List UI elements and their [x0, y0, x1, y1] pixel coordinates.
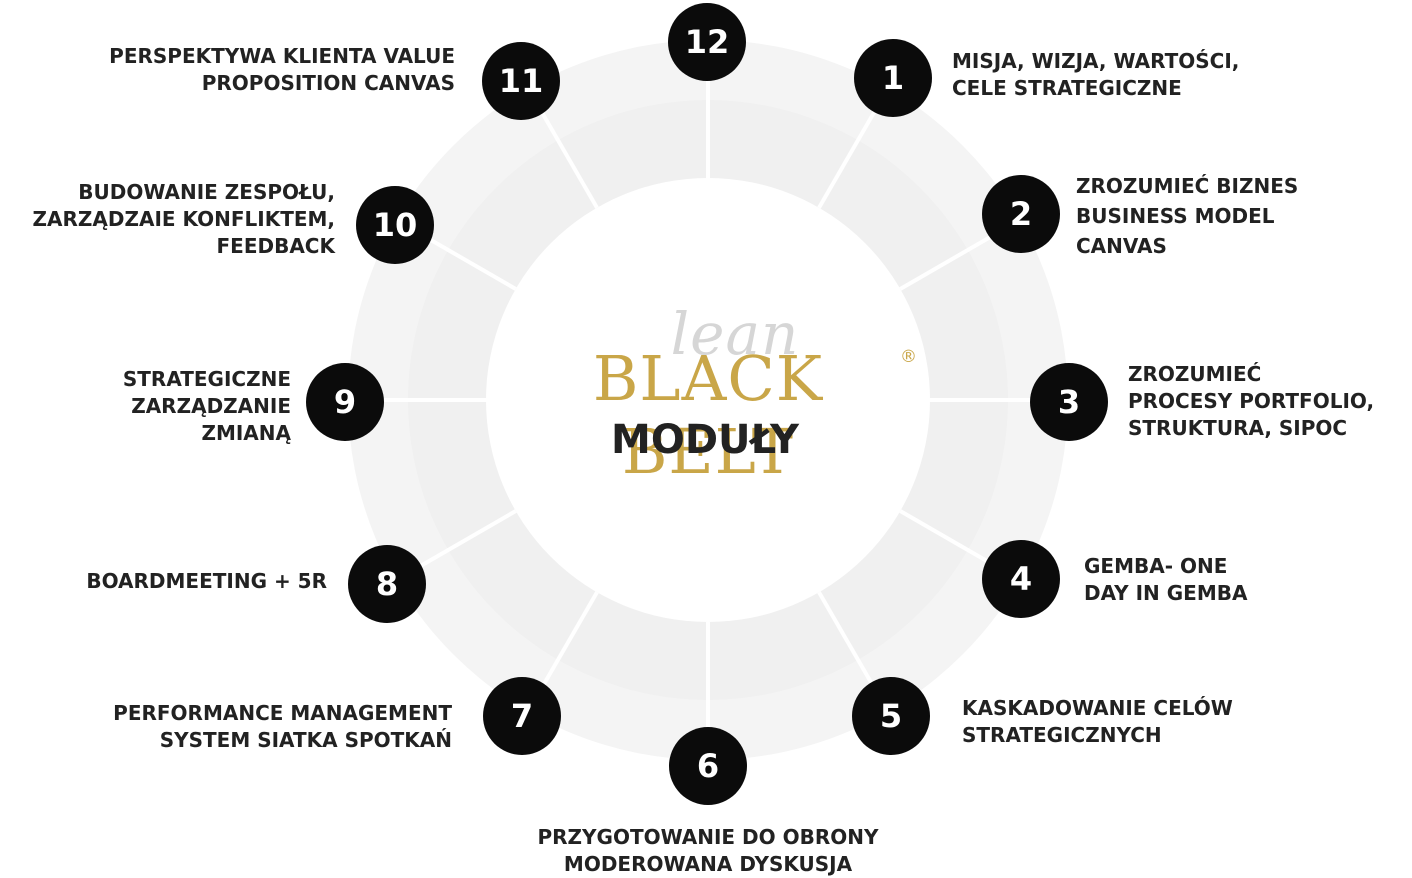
module-6-label: PRZYGOTOWANIE DO OBRONY MODEROWANA DYSKU… — [465, 824, 951, 878]
module-5-line: STRATEGICZNYCH — [962, 723, 1162, 747]
module-11-line: PROPOSITION CANVAS — [201, 71, 455, 95]
module-10-line: BUDOWANIE ZESPOŁU, — [78, 180, 335, 204]
module-8-number[interactable]: 8 — [348, 545, 426, 623]
logo-registered-mark: ® — [900, 347, 917, 367]
module-10-number[interactable]: 10 — [356, 186, 434, 264]
wheel-spokes — [363, 55, 1053, 745]
module-3-line: ZROZUMIEĆ — [1128, 362, 1262, 386]
module-7-number[interactable]: 7 — [483, 677, 561, 755]
module-3-line: STRUKTURA, SIPOC — [1128, 416, 1348, 440]
module-1-label: MISJA, WIZJA, WARTOŚCI, CELE STRATEGICZN… — [952, 48, 1239, 102]
logo-black-belt: BLACK BELT — [592, 342, 824, 488]
module-5-number[interactable]: 5 — [852, 677, 930, 755]
module-10-line: ZARZĄDZAIE KONFLIKTEM, — [32, 207, 336, 231]
module-9-number[interactable]: 9 — [306, 363, 384, 441]
module-7-line: SYSTEM SIATKA SPOTKAŃ — [159, 728, 452, 752]
module-11-line: PERSPEKTYWA KLIENTA VALUE — [109, 44, 455, 68]
module-9-line: ZARZĄDZANIE — [131, 394, 291, 418]
module-2-label: ZROZUMIEĆ BIZNES BUSINESS MODEL CANVAS — [1076, 171, 1298, 261]
module-9-label: STRATEGICZNE ZARZĄDZANIE ZMIANĄ — [20, 366, 291, 447]
module-2-line: ZROZUMIEĆ BIZNES — [1076, 174, 1299, 198]
wheel-spoke — [817, 100, 883, 209]
module-3-line: PROCESY PORTFOLIO, — [1128, 389, 1375, 413]
module-2-number[interactable]: 2 — [982, 175, 1060, 253]
module-1-number[interactable]: 1 — [854, 39, 932, 117]
module-3-number[interactable]: 3 — [1030, 363, 1108, 441]
module-9-line: STRATEGICZNE — [122, 367, 291, 391]
module-6-line: PRZYGOTOWANIE DO OBRONY — [537, 825, 879, 849]
center-title: MODUŁY — [611, 417, 799, 463]
module-9-line: ZMIANĄ — [201, 421, 291, 445]
module-11-label: PERSPEKTYWA KLIENTA VALUE PROPOSITION CA… — [20, 43, 455, 97]
module-6-line: MODEROWANA DYSKUSJA — [563, 852, 853, 876]
module-1-line: CELE STRATEGICZNE — [952, 76, 1182, 100]
module-2-line: BUSINESS MODEL — [1076, 204, 1275, 228]
module-12-number[interactable]: 12 — [668, 3, 746, 81]
wheel-spoke — [899, 225, 1008, 291]
wheel-spoke — [533, 591, 599, 700]
wheel-spoke — [817, 591, 883, 700]
module-1-line: MISJA, WIZJA, WARTOŚCI, — [952, 49, 1240, 73]
module-2-line: CANVAS — [1076, 234, 1167, 258]
module-4-label: GEMBA- ONE DAY IN GEMBA — [1084, 553, 1247, 607]
module-8-label: BOARDMEETING + 5R — [20, 568, 327, 595]
wheel-spoke — [408, 509, 517, 575]
module-8-line: BOARDMEETING + 5R — [86, 569, 327, 593]
module-11-number[interactable]: 11 — [482, 42, 560, 120]
module-4-number[interactable]: 4 — [982, 540, 1060, 618]
module-4-line: GEMBA- ONE — [1084, 554, 1228, 578]
module-7-label: PERFORMANCE MANAGEMENT SYSTEM SIATKA SPO… — [20, 700, 452, 754]
module-5-line: KASKADOWANIE CELÓW — [962, 696, 1233, 720]
wheel-spoke — [533, 100, 599, 209]
module-4-line: DAY IN GEMBA — [1084, 581, 1248, 605]
module-6-number[interactable]: 6 — [669, 727, 747, 805]
module-10-label: BUDOWANIE ZESPOŁU, ZARZĄDZAIE KONFLIKTEM… — [2, 179, 336, 260]
module-7-line: PERFORMANCE MANAGEMENT — [113, 701, 452, 725]
module-10-line: FEEDBACK — [216, 234, 336, 258]
module-3-label: ZROZUMIEĆ PROCESY PORTFOLIO, STRUKTURA, … — [1128, 361, 1374, 442]
inner-disc — [486, 178, 930, 622]
module-5-label: KASKADOWANIE CELÓW STRATEGICZNYCH — [962, 695, 1233, 749]
logo-lean-script: lean — [670, 300, 800, 368]
